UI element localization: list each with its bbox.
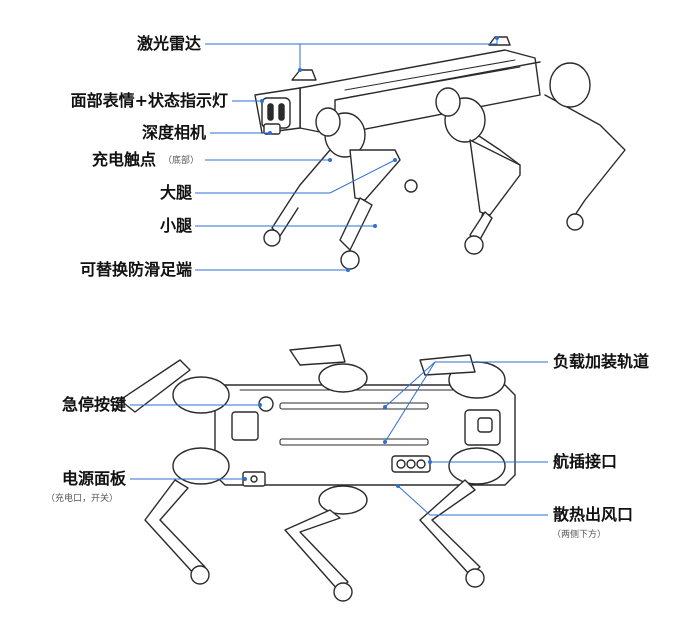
front-thigh: [349, 149, 401, 201]
leg-mid: [284, 509, 349, 591]
depth-camera: [263, 123, 281, 135]
label-power-panel: 电源面板: [61, 469, 126, 488]
label-lidar: 激光雷达: [136, 34, 201, 53]
body-top: [214, 384, 516, 486]
payload-rail-2: [279, 438, 429, 446]
leg-rear: [419, 479, 481, 576]
label-vent-note: （两侧下方）: [552, 530, 607, 540]
leg-front-left: [144, 479, 206, 576]
label-shank: 小腿: [159, 216, 192, 235]
lidar-front: [291, 69, 317, 81]
label-aviation-port: 航插接口: [553, 452, 618, 471]
label-vent: 散热出风口: [553, 505, 634, 524]
label-face-display: 面部表情+状态指示灯: [70, 91, 228, 110]
label-thigh: 大腿: [159, 183, 192, 202]
label-depth-camera: 深度相机: [141, 123, 206, 142]
lidar-rear: [488, 36, 511, 46]
payload-rail-1: [279, 402, 429, 410]
robot-bottom-view: [119, 344, 516, 602]
front-shank: [339, 197, 373, 251]
rear-thigh: [469, 139, 521, 216]
front-foot: [340, 250, 360, 270]
label-payload-rail: 负载加装轨道: [553, 352, 650, 371]
leader-dots: [243, 36, 499, 488]
label-charge-contact: 充电触点: [92, 150, 157, 169]
label-foot: 可替换防滑足端: [79, 260, 192, 279]
label-power-panel-note: （充电口，开关）: [46, 494, 119, 504]
label-estop: 急停按键: [61, 395, 126, 414]
robot-top-view: [254, 36, 626, 270]
label-charge-contact-note: （底部）: [163, 156, 200, 166]
top-rail: [344, 59, 516, 91]
